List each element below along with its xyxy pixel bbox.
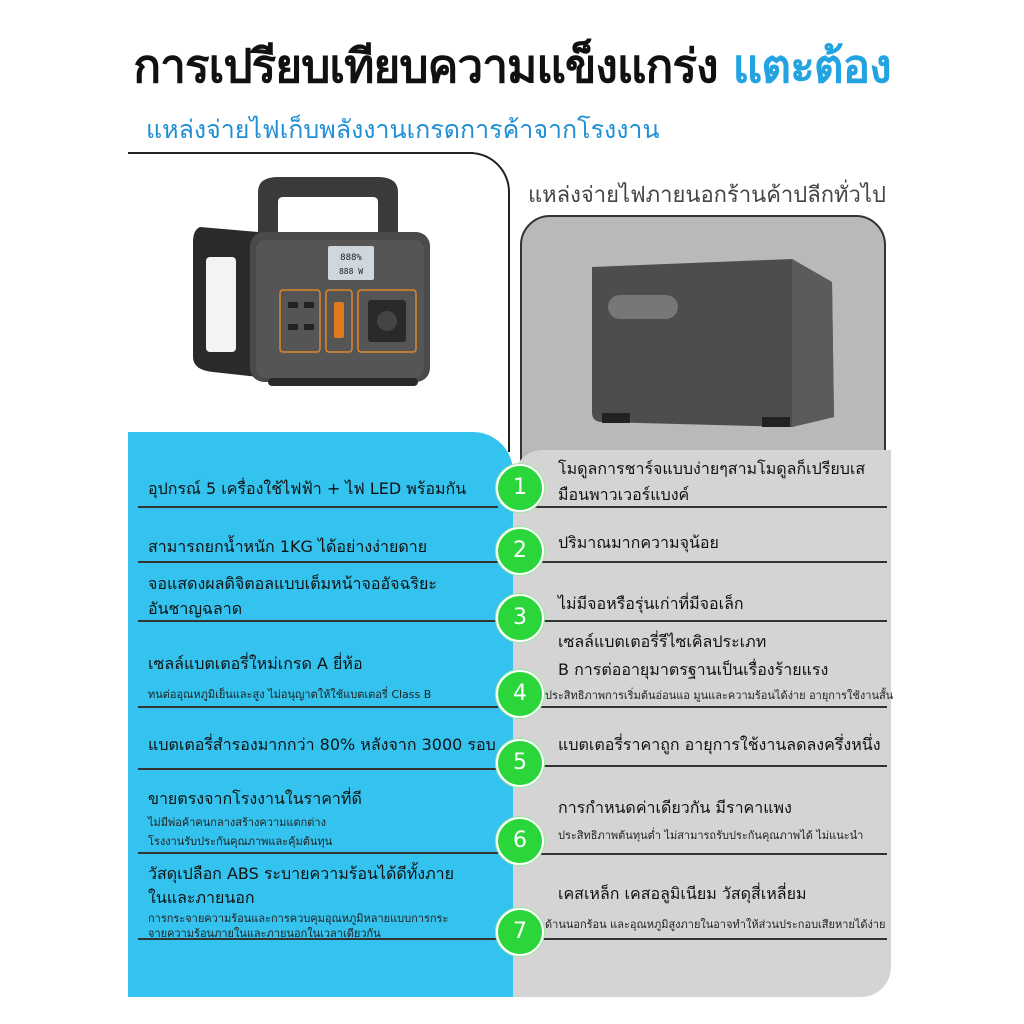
row2-number-badge: 2 <box>496 527 544 575</box>
row7-right-divider <box>535 938 887 940</box>
row3-number-badge: 3 <box>496 594 544 642</box>
page-title: การเปรียบเทียบความแข็งแกร่ง แตะต้อง <box>0 30 1024 103</box>
row1-right-line1: โมดูลการชาร์จแบบง่ายๆสามโมดูลก็เปรียบเส <box>558 459 866 478</box>
row6-right-line1: การกำหนดค่าเดียวกัน มีราคาแพง <box>558 798 792 817</box>
row2-left-line1: สามารถยกน้ำหนัก 1KG ได้อย่างง่ายดาย <box>148 537 428 556</box>
row5-left-line1: แบตเตอรี่สำรองมากกว่า 80% หลังจาก 3000 ร… <box>148 735 496 754</box>
row5-left-divider <box>138 768 498 770</box>
row7-number-badge: 7 <box>496 908 544 956</box>
row1-left-divider <box>138 506 498 508</box>
row5-right-line1: แบตเตอรี่ราคาถูก อายุการใช้งานลดลงครึ่งห… <box>558 735 881 754</box>
row6-left-line1: ขายตรงจากโรงงานในราคาที่ดี <box>148 789 362 808</box>
right-heading: แหล่งจ่ายไฟภายนอกร้านค้าปลีกทั่วไป <box>528 183 886 208</box>
row3-left-line1: จอแสดงผลดิจิตอลแบบเต็มหน้าจออัจฉริยะ <box>148 574 437 593</box>
row2-right-divider <box>535 561 887 563</box>
left-frame-corner <box>440 152 510 452</box>
row1-number-badge: 1 <box>496 464 544 512</box>
row2-left-divider <box>138 561 498 563</box>
row7-left-line1: วัสดุเปลือก ABS ระบายความร้อนได้ดีทั้งภา… <box>148 864 454 883</box>
lcd-readout: 888% <box>340 253 362 263</box>
row7-left-small2: จายความร้อนภายในและภายนอกในเวลาเดียวกัน <box>148 927 381 940</box>
row4-right-line2: B การต่ออายุมาตรฐานเป็นเรื่องร้ายแรง <box>558 660 829 679</box>
generic-product-image <box>520 215 886 469</box>
row6-number-badge: 6 <box>496 817 544 865</box>
row3-right-line1: ไม่มีจอหรือรุ่นเก่าที่มีจอเล็ก <box>558 594 744 613</box>
title-main: การเปรียบเทียบความแข็งแกร่ง <box>133 39 718 93</box>
row1-right-line2: มือนพาวเวอร์แบงค์ <box>558 485 690 504</box>
row1-left-line1: อุปกรณ์ 5 เครื่องใช้ไฟฟ้า + ไฟ LED พร้อม… <box>148 479 467 498</box>
row7-left-line2: ในและภายนอก <box>148 888 255 907</box>
row7-left-small1: การกระจายความร้อนและการควบคุมอุณหภูมิหลา… <box>148 912 449 925</box>
row4-right-divider <box>535 706 887 708</box>
row4-number-badge: 4 <box>496 670 544 718</box>
row5-number-badge: 5 <box>496 739 544 787</box>
row4-left-divider <box>138 706 498 708</box>
left-comparison-panel <box>128 432 513 997</box>
row7-right-line1: เคสเหล็ก เคสอลูมิเนียม วัสดุสี่เหลี่ยม <box>558 884 807 903</box>
row4-left-small1: ทนต่ออุณหภูมิเย็นและสูง ไม่อนุญาตให้ใช้แ… <box>148 688 432 701</box>
row6-left-small1: ไม่มีพ่อค้าคนกลางสร้างความแตกต่าง <box>148 816 326 829</box>
row1-right-divider <box>535 506 887 508</box>
row3-left-divider <box>138 620 498 622</box>
row6-right-divider <box>535 853 887 855</box>
row3-right-divider <box>535 620 887 622</box>
row5-right-divider <box>535 765 887 767</box>
row6-left-divider <box>138 852 498 854</box>
row4-left-line1: เซลล์แบตเตอรี่ใหม่เกรด A ยี่ห้อ <box>148 654 363 673</box>
row2-right-line1: ปริมาณมากความจุน้อย <box>558 533 719 552</box>
row6-left-small2: โรงงานรับประกันคุณภาพและคุ้มต้นทุน <box>148 835 333 848</box>
row7-right-small1: ด้านนอกร้อน และอุณหภูมิสูงภายในอาจทำให้ส… <box>545 918 886 931</box>
title-accent: แตะต้อง <box>732 39 892 93</box>
left-frame-line <box>128 152 473 154</box>
lcd-sub: 888 W <box>339 267 363 276</box>
power-station-image: 888% 888 W <box>193 177 430 386</box>
row4-right-small1: ประสิทธิภาพการเริ่มต้นอ่อนแอ มูนและความร… <box>545 689 894 702</box>
right-comparison-panel <box>513 450 891 997</box>
row6-right-small1: ประสิทธิภาพต้นทุนต่ำ ไม่สามารถรับประกันค… <box>558 829 864 842</box>
row7-left-divider <box>138 938 498 940</box>
subtitle: แหล่งจ่ายไฟเก็บพลังงานเกรดการค้าจากโรงงา… <box>146 115 660 144</box>
row3-left-line2: อันชาญฉลาด <box>148 599 243 618</box>
row4-right-line1: เซลล์แบตเตอรี่รีไซเคิลประเภท <box>558 632 767 651</box>
